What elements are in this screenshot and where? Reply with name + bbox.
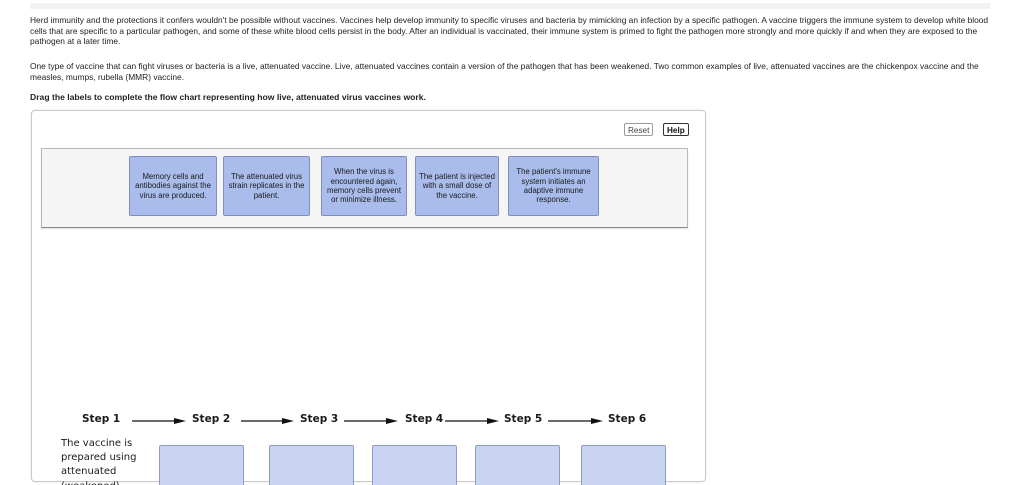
- step-5-label: Step 5: [504, 413, 543, 425]
- drop-zone-step-3[interactable]: [269, 445, 354, 485]
- draggable-label[interactable]: The patient is injected with a small dos…: [415, 156, 499, 216]
- draggable-label[interactable]: The patient's immune system initiates an…: [508, 156, 599, 216]
- step-2-label: Step 2: [192, 413, 231, 425]
- arrow-right-icon: [344, 418, 398, 424]
- step-1-description: The vaccine is prepared using attenuated…: [61, 438, 137, 485]
- intro-paragraph-2: One type of vaccine that can fight virus…: [30, 61, 979, 82]
- reset-button[interactable]: Reset: [624, 123, 654, 136]
- step-1-label: Step 1: [82, 413, 121, 425]
- intro-paragraph-1: Herd immunity and the protections it con…: [30, 15, 989, 46]
- draggable-label[interactable]: Memory cells and antibodies against the …: [129, 156, 217, 216]
- step-4-label: Step 4: [405, 413, 444, 425]
- draggable-label[interactable]: The attenuated virus strain replicates i…: [223, 156, 310, 216]
- flowchart-area: Step 1 Step 2 Step 3 Step 4 Step 5 Step …: [41, 226, 686, 485]
- top-divider: [30, 3, 990, 9]
- arrow-right-icon: [132, 418, 186, 424]
- drop-zone-step-4[interactable]: [372, 445, 457, 485]
- instruction-text: Drag the labels to complete the flow cha…: [30, 92, 426, 102]
- step-3-label: Step 3: [300, 413, 339, 425]
- arrow-right-icon: [445, 418, 499, 424]
- label-bank: Memory cells and antibodies against the …: [41, 148, 688, 228]
- draggable-label[interactable]: When the virus is encountered again, mem…: [321, 156, 407, 216]
- arrow-right-icon: [241, 418, 294, 424]
- step-6-label: Step 6: [608, 413, 647, 425]
- flowchart-widget: Reset Help Memory cells and antibodies a…: [31, 110, 706, 485]
- drop-zone-step-5[interactable]: [475, 445, 560, 485]
- help-button[interactable]: Help: [663, 123, 689, 136]
- arrow-right-icon: [548, 418, 603, 424]
- drop-zone-step-6[interactable]: [581, 445, 666, 485]
- drop-zone-step-2[interactable]: [159, 445, 244, 485]
